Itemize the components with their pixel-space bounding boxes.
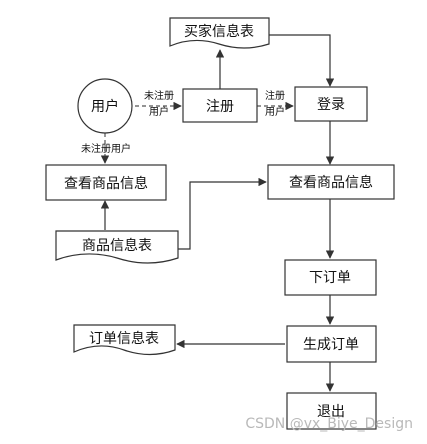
- browse-products-main-node: 查看商品信息: [267, 164, 395, 200]
- label-registered-user-bottom: 用户: [265, 105, 285, 118]
- label-unregistered-user-left: 未注册用户: [81, 142, 131, 155]
- svg-text:生成订单: 生成订单: [303, 337, 359, 353]
- svg-text:下订单: 下订单: [309, 270, 351, 286]
- svg-text:登录: 登录: [317, 97, 345, 113]
- label-registered-user-top: 注册: [265, 89, 285, 102]
- edge-product-table-to-browse-main: [178, 177, 267, 250]
- svg-text:退出: 退出: [317, 404, 345, 420]
- buyer-info-table-node: 买家信息表: [169, 17, 270, 49]
- exit-node: 退出: [286, 392, 377, 430]
- generate-order-node: 生成订单: [286, 325, 377, 363]
- user-node: 用户: [77, 78, 133, 134]
- order-info-table-node: 订单信息表: [73, 324, 176, 356]
- browse-products-left-node: 查看商品信息: [45, 164, 167, 201]
- login-node: 登录: [294, 86, 368, 122]
- label-unregistered-user-top: 未注册: [144, 89, 174, 102]
- place-order-node: 下订单: [284, 259, 377, 296]
- register-node: 注册: [182, 88, 258, 123]
- svg-text:买家信息表: 买家信息表: [184, 23, 254, 40]
- svg-text:商品信息表: 商品信息表: [82, 237, 152, 254]
- product-info-table-node: 商品信息表: [55, 230, 179, 264]
- svg-text:用户: 用户: [91, 98, 119, 115]
- edge-buyer-table-to-login: [269, 34, 335, 87]
- watermark: CSDN @vx_Biye_Design: [245, 416, 413, 432]
- svg-text:查看商品信息: 查看商品信息: [289, 174, 373, 191]
- label-unregistered-user-bottom: 用户: [149, 105, 169, 118]
- svg-text:订单信息表: 订单信息表: [89, 330, 159, 347]
- svg-text:注册: 注册: [206, 99, 234, 115]
- svg-text:查看商品信息: 查看商品信息: [64, 175, 148, 192]
